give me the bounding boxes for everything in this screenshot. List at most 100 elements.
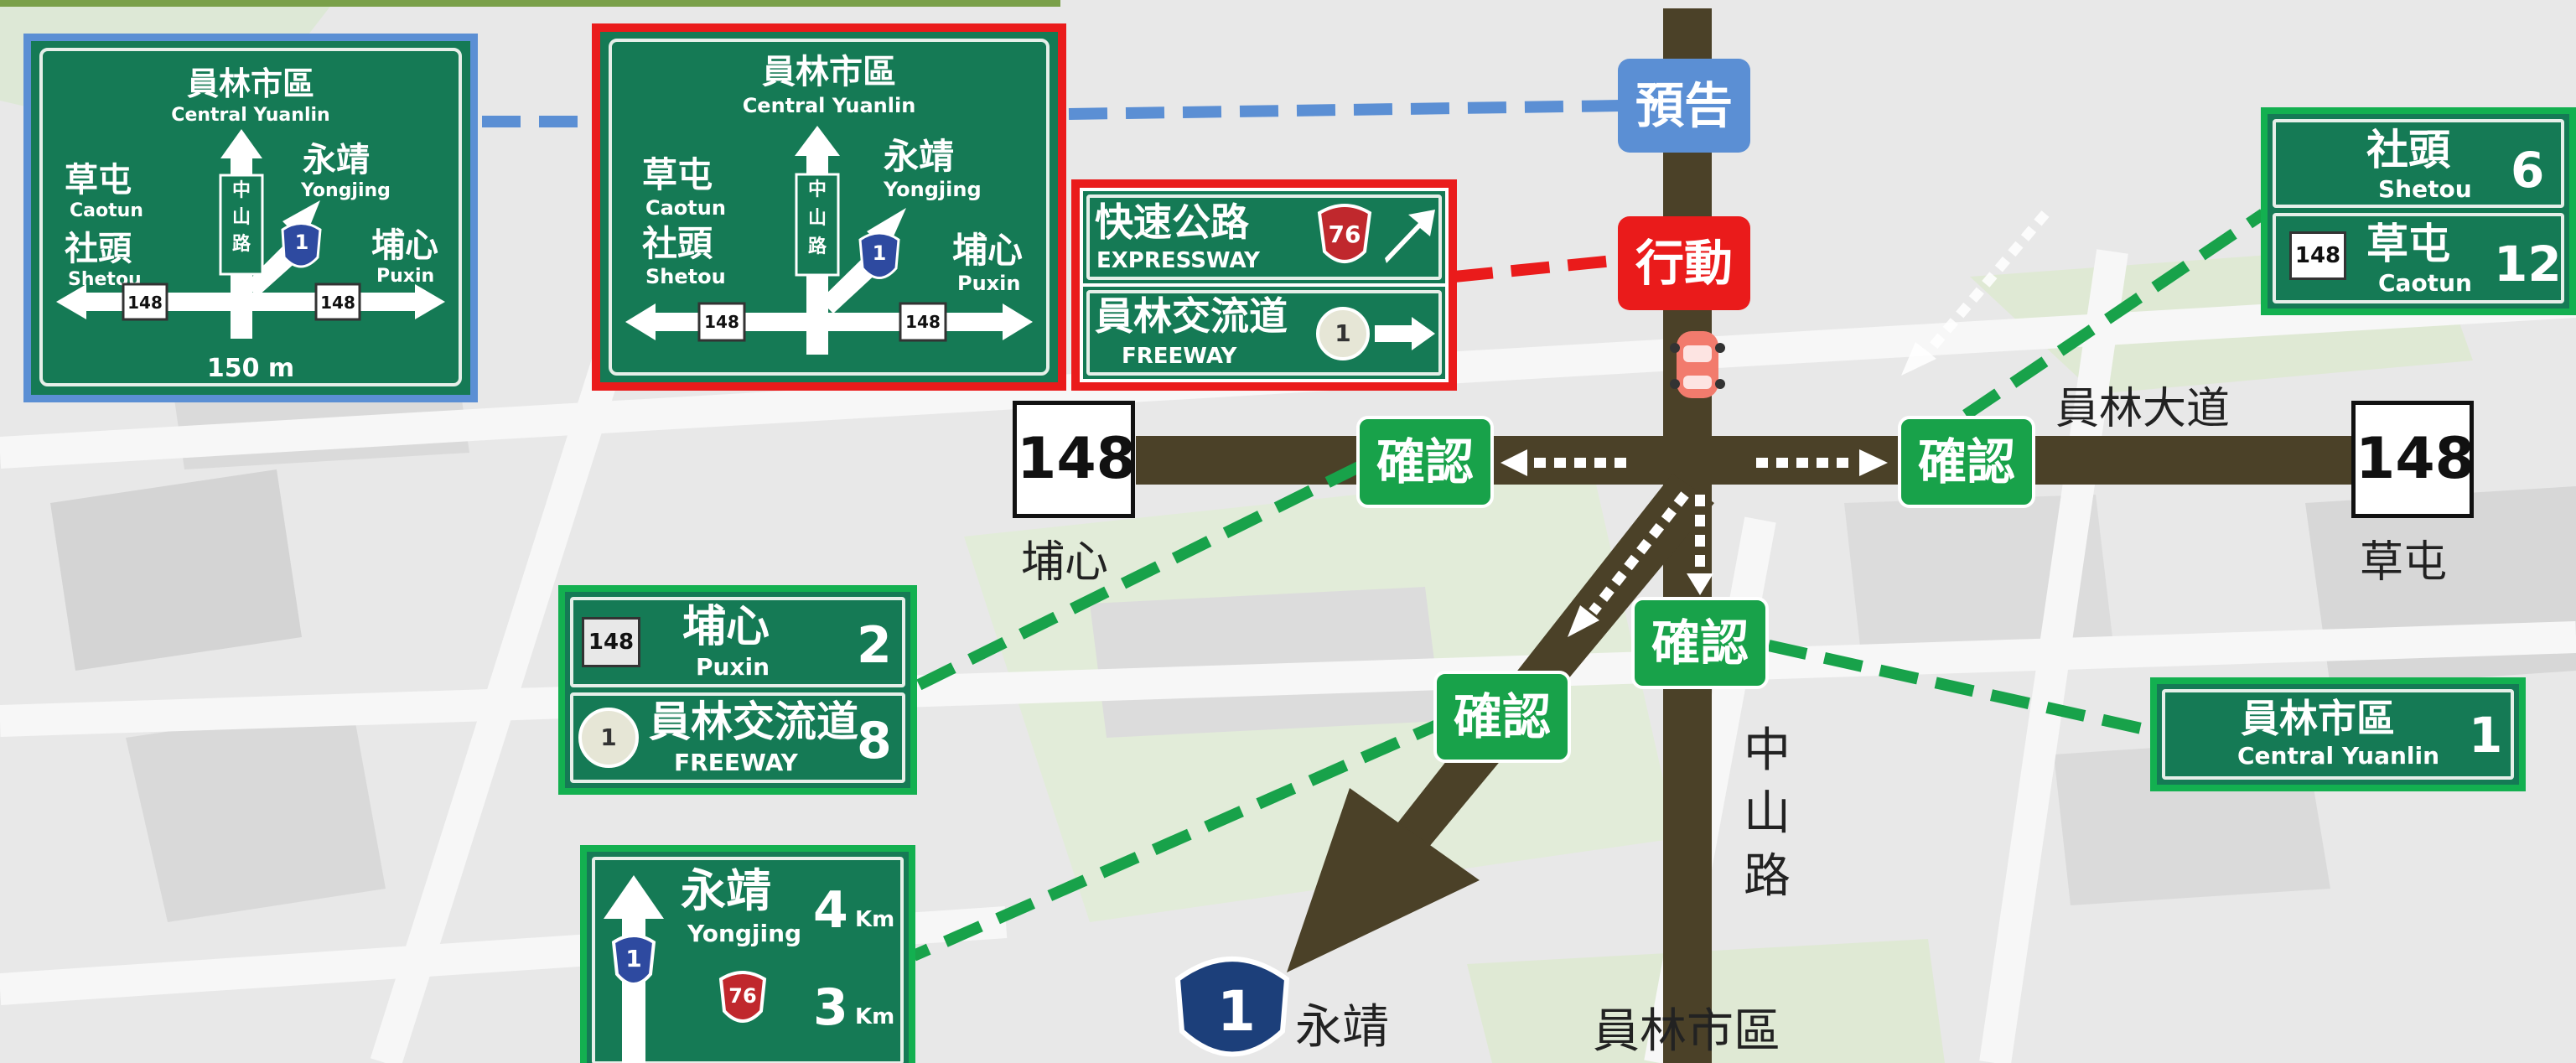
row1-km: 6 xyxy=(2511,142,2545,199)
south-road-char-1: 中 xyxy=(1744,723,1791,778)
route-1-shield-icon xyxy=(1174,957,1290,1057)
row1-zh: 埔心 xyxy=(682,602,770,652)
sign-ne-en: Yongjing xyxy=(884,178,982,201)
sw-row2-unit: Km xyxy=(855,1004,895,1029)
sw-shield-1-num: 1 xyxy=(625,945,642,972)
south-km: 1 xyxy=(2469,707,2503,764)
row2-zh: 草屯 xyxy=(2366,220,2450,268)
sign-west-en-2: Shetou xyxy=(645,265,726,288)
connector-east xyxy=(1962,209,2267,420)
confirm-sign-south: 員林市區 Central Yuanlin 1 xyxy=(2157,684,2519,785)
confirm-sign-west-frame: 148 埔心 Puxin 2 1 員林交流道 FREEWAY 8 xyxy=(558,585,917,795)
sign-north-zh: 員林市區 xyxy=(762,53,896,91)
sign-straight-road-3: 路 xyxy=(231,234,251,255)
confirm-label-east: 確認 xyxy=(1898,416,2035,508)
confirm-label-south: 確認 xyxy=(1631,597,1769,689)
action-sign: 員林市區 Central Yuanlin 草屯 Caotun 社頭 Shetou… xyxy=(600,32,1058,382)
south-road-char-2: 山 xyxy=(1744,786,1791,841)
freeway-zh: 員林交流道 xyxy=(1095,293,1288,339)
south-zh: 員林市區 xyxy=(2241,696,2395,741)
sign-straight-road-2: 山 xyxy=(231,207,251,228)
connector-action xyxy=(1454,254,1623,283)
expressway-zh: 快速公路 xyxy=(1095,200,1249,245)
sign-straight-road-2: 山 xyxy=(807,208,827,229)
preview-sign-frame: 員林市區 Central Yuanlin 草屯 Caotun 社頭 Shetou… xyxy=(23,34,478,402)
confirm-sign-east-frame: 社頭 Shetou 6 148 草屯 Caotun 12 xyxy=(2261,107,2576,315)
car-icon xyxy=(1670,331,1725,398)
southwest-sign-icons xyxy=(604,875,767,1063)
sw-row1-km: 4 xyxy=(813,881,848,940)
expressway-en: EXPRESSWAY xyxy=(1096,248,1260,273)
row2-zh: 員林交流道 xyxy=(649,697,858,746)
turn-arrowheads xyxy=(1501,449,1888,637)
action-label: 行動 xyxy=(1618,216,1750,310)
city-block xyxy=(126,704,386,922)
sw-row2-km: 3 xyxy=(813,978,848,1037)
southwest-place-label: 永靖 xyxy=(1295,1000,1389,1055)
freeway-icons xyxy=(1316,307,1435,360)
sw-row1-zh: 永靖 xyxy=(681,864,771,917)
sign-straight-road-3: 路 xyxy=(807,236,827,257)
row2-num: 1 xyxy=(600,723,617,751)
south-place-label: 員林市區 xyxy=(1593,1004,1780,1059)
row1-zh: 社頭 xyxy=(2366,126,2450,174)
row1-route-marker: 148 xyxy=(582,617,640,667)
sign-west-zh-2: 社頭 xyxy=(642,223,713,264)
confirm-label-southwest: 確認 xyxy=(1433,671,1571,763)
sign-shield-num: 1 xyxy=(294,231,309,254)
expressway-icons xyxy=(1317,204,1435,263)
turn-arrows xyxy=(1526,458,1853,615)
confirm-sign-west: 148 埔心 Puxin 2 1 員林交流道 FREEWAY 8 xyxy=(565,592,910,788)
row2-km: 8 xyxy=(857,712,892,770)
row2-en: Caotun xyxy=(2378,269,2472,297)
action-sign-arrows xyxy=(625,126,1033,355)
sign-west-en-1: Caotun xyxy=(645,196,726,220)
road-southwest-arrowhead xyxy=(1287,788,1480,972)
faded-arrow xyxy=(1924,210,2050,355)
sign-route-148-west: 148 xyxy=(127,293,163,313)
connector-sw xyxy=(911,713,1453,962)
sign-east-zh: 埔心 xyxy=(952,230,1024,271)
sw-row1-en: Yongjing xyxy=(687,920,802,947)
sign-straight-road-1: 中 xyxy=(231,180,251,201)
faded-arrowhead xyxy=(1901,342,1936,376)
sign-east-en: Puxin xyxy=(957,272,1021,295)
confirm-sign-southwest: 1 76 永靖 Yongjing 4 Km 3 Km xyxy=(587,852,909,1063)
row2-km: 12 xyxy=(2494,236,2562,293)
south-road-char-3: 路 xyxy=(1744,849,1791,904)
connector-west xyxy=(910,459,1366,693)
freeway-shield-num: 1 xyxy=(1335,319,1351,347)
south-en: Central Yuanlin xyxy=(2237,742,2440,770)
header-strip xyxy=(0,0,1060,7)
action-sign-frame: 員林市區 Central Yuanlin 草屯 Caotun 社頭 Shetou… xyxy=(592,23,1066,391)
sign-ne-en: Yongjing xyxy=(301,180,391,201)
east-place-label: 草屯 xyxy=(2360,537,2448,588)
preview-sign: 員林市區 Central Yuanlin 草屯 Caotun 社頭 Shetou… xyxy=(31,41,470,395)
sign-west-zh-1: 草屯 xyxy=(642,154,713,195)
confirm-sign-south-frame: 員林市區 Central Yuanlin 1 xyxy=(2150,677,2526,791)
row2-route-marker: 148 xyxy=(2289,231,2346,280)
confirm-sign-southwest-frame: 1 76 永靖 Yongjing 4 Km 3 Km xyxy=(580,845,915,1063)
connectors xyxy=(482,100,2267,962)
route-148-marker-east: 148 xyxy=(2351,401,2475,518)
west-place-label: 埔心 xyxy=(1021,537,1109,588)
connector-preview xyxy=(1068,100,1623,120)
expressway-sign: 快速公路 EXPRESSWAY 76 xyxy=(1083,191,1445,283)
sign-shield-num: 1 xyxy=(872,241,887,265)
east-road-label: 員林大道 xyxy=(2055,384,2231,434)
route-148-marker-west: 148 xyxy=(1013,401,1136,518)
row1-km: 2 xyxy=(857,616,892,675)
sign-ne-zh: 永靖 xyxy=(303,141,370,179)
city-block xyxy=(50,469,302,671)
freeway-en: FREEWAY xyxy=(1122,344,1237,369)
action-lane-sign-frame: 快速公路 EXPRESSWAY 76 員林交流道 FREEWAY 1 xyxy=(1071,179,1457,391)
row1-en: Puxin xyxy=(696,653,770,681)
freeway-sign: 員林交流道 FREEWAY 1 xyxy=(1083,287,1445,379)
freeway-flower-icon xyxy=(578,708,639,768)
sign-west-zh-1: 草屯 xyxy=(65,161,132,200)
confirm-label-west: 確認 xyxy=(1356,416,1494,508)
sign-straight-road-1: 中 xyxy=(807,179,827,200)
sign-route-148-east: 148 xyxy=(320,293,355,313)
row2-en: FREEWAY xyxy=(674,749,798,776)
